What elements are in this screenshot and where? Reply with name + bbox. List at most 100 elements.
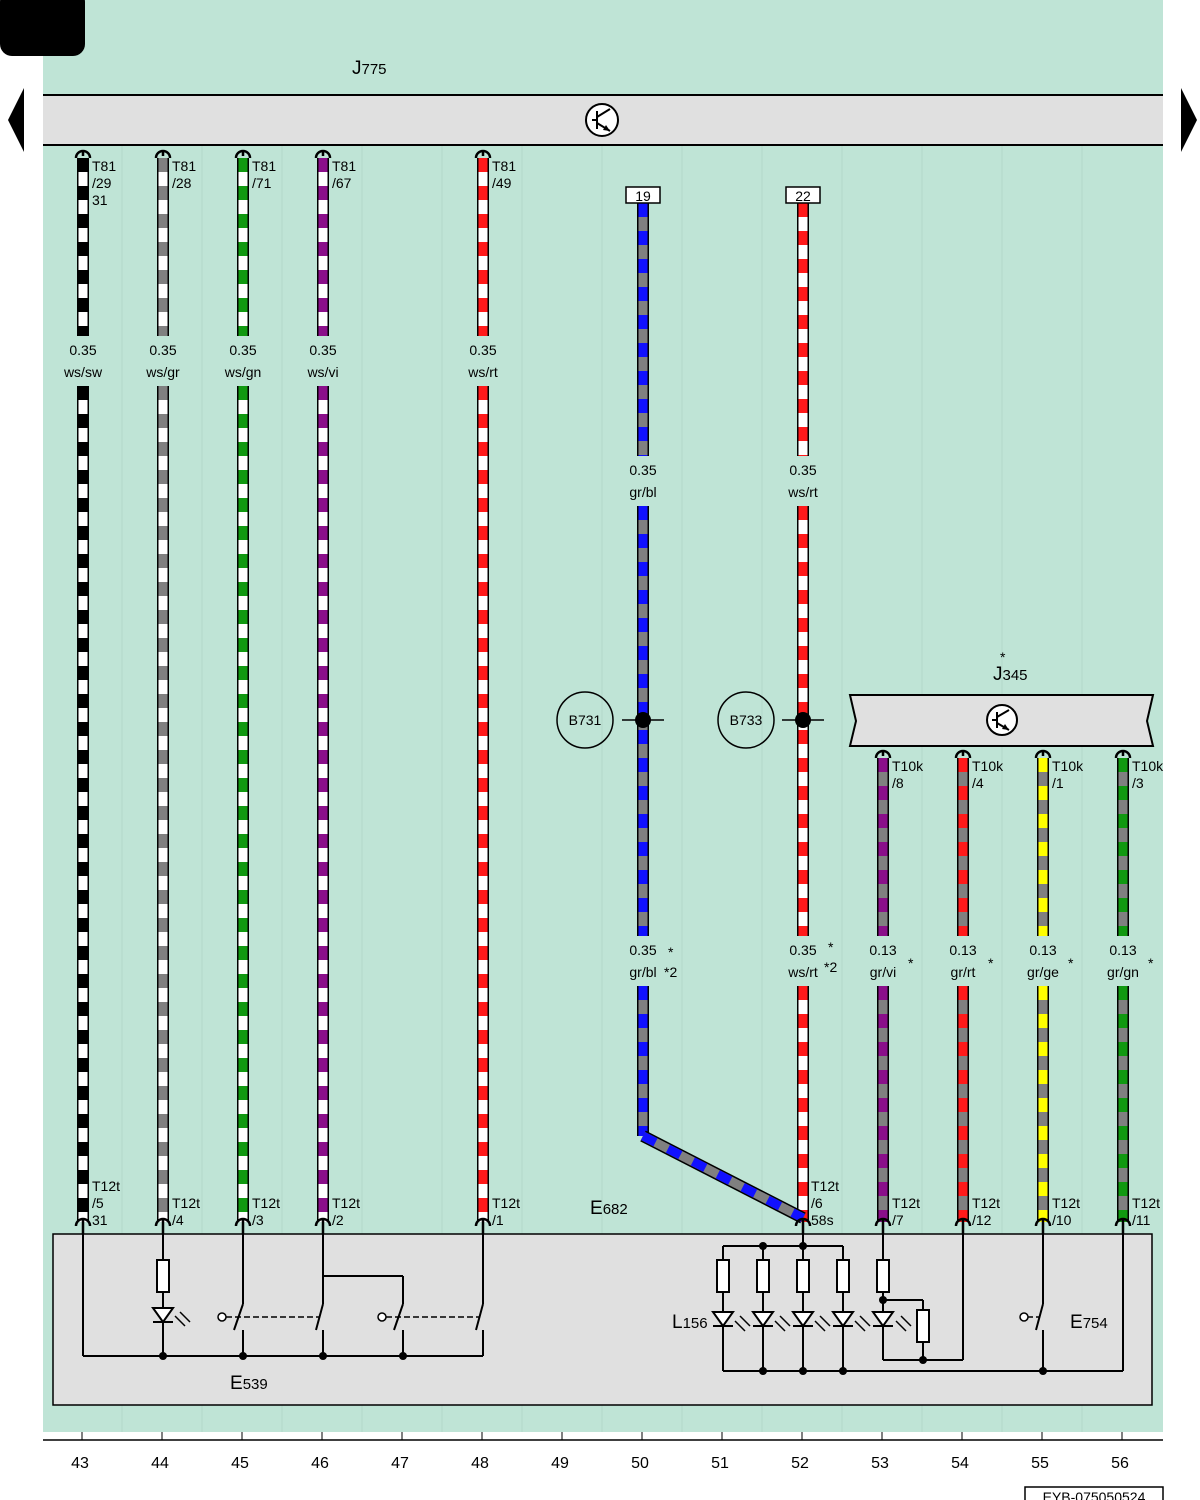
svg-text:22: 22 bbox=[795, 188, 811, 204]
indicator-led-nodes bbox=[879, 1296, 927, 1364]
connector-t81-49: T81/49 bbox=[492, 158, 516, 191]
e682-label: E682 bbox=[590, 1198, 628, 1219]
connector-t12t-7: T12t/7 bbox=[892, 1195, 920, 1228]
connector-hook-top-83 bbox=[74, 149, 92, 159]
junction-b731: B731 bbox=[556, 691, 664, 749]
e682-component-box bbox=[52, 1233, 1153, 1406]
svg-text:B733: B733 bbox=[730, 712, 763, 728]
e754-label: E754 bbox=[1070, 1312, 1108, 1333]
connector-hook-top-883 bbox=[874, 749, 892, 759]
e539-label: E539 bbox=[230, 1373, 268, 1394]
connector-t81-71: T81/71 bbox=[252, 158, 276, 191]
connector-hook-top-323 bbox=[314, 149, 332, 159]
node-bottom-803 bbox=[799, 1367, 807, 1375]
connector-t10k-8: T10k/8 bbox=[892, 758, 924, 791]
pin-22: 22 bbox=[785, 186, 821, 204]
node-763 bbox=[759, 1242, 767, 1250]
track-number-44: 44 bbox=[151, 1455, 169, 1472]
svg-text:EYB-075050524: EYB-075050524 bbox=[1043, 1489, 1146, 1500]
pin-19: 19 bbox=[625, 186, 661, 204]
connector-t12t-10: T12t/10 bbox=[1052, 1195, 1080, 1228]
l156-label: L156 bbox=[672, 1312, 708, 1333]
note-55: * bbox=[1068, 955, 1074, 971]
svg-text:19: 19 bbox=[635, 188, 651, 204]
track-number-55: 55 bbox=[1031, 1455, 1049, 1472]
track-number-46: 46 bbox=[311, 1455, 329, 1472]
note-56: * bbox=[1148, 955, 1154, 971]
track-number-49: 49 bbox=[551, 1455, 569, 1472]
track-number-45: 45 bbox=[231, 1455, 249, 1472]
connector-hook-top-963 bbox=[954, 749, 972, 759]
connector-t81-67: T81/67 bbox=[332, 158, 356, 191]
wire-50-diagonal bbox=[640, 1130, 806, 1224]
track-number-52: 52 bbox=[791, 1455, 809, 1472]
connector-t12t-11: T12t/11 bbox=[1132, 1195, 1160, 1228]
connector-t12t-1: T12t/1 bbox=[492, 1195, 520, 1228]
connector-hook-top-1043 bbox=[1034, 749, 1052, 759]
node-bottom-763 bbox=[759, 1367, 767, 1375]
connector-t12t-12: T12t/12 bbox=[972, 1195, 1000, 1228]
diagram-code: EYB-075050524 bbox=[1024, 1486, 1164, 1500]
footnote-markers: **2 **2 * * * * bbox=[664, 939, 1154, 980]
node-803 bbox=[799, 1242, 807, 1250]
connector-t81-28: T81/28 bbox=[172, 158, 196, 191]
note-50: **2 bbox=[664, 944, 677, 980]
led-3-icon bbox=[791, 1246, 831, 1371]
e754-switch bbox=[1019, 1222, 1124, 1371]
j345-label: J345 bbox=[993, 664, 1028, 685]
led-4-icon bbox=[831, 1246, 871, 1371]
j775-label: J775 bbox=[352, 58, 387, 79]
note-53: * bbox=[908, 955, 914, 971]
indicator-led-circuit bbox=[871, 1222, 964, 1361]
track-number-54: 54 bbox=[951, 1455, 969, 1472]
connector-t10k-4: T10k/4 bbox=[972, 758, 1004, 791]
track-number-43: 43 bbox=[71, 1455, 89, 1472]
track-number-47: 47 bbox=[391, 1455, 409, 1472]
j775-transistor-icon bbox=[585, 103, 619, 137]
note-52: **2 bbox=[824, 939, 837, 975]
wires bbox=[77, 158, 1129, 1224]
e539-nodes bbox=[159, 1352, 407, 1360]
junction-b733: B733 bbox=[717, 691, 824, 749]
connector-hook-top-163 bbox=[154, 149, 172, 159]
led-2-icon bbox=[751, 1246, 791, 1371]
note-54: * bbox=[988, 955, 994, 971]
e754-node bbox=[1039, 1367, 1047, 1375]
connector-t12t-2: T12t/2 bbox=[332, 1195, 360, 1228]
connector-hook-top-243 bbox=[234, 149, 252, 159]
connector-t10k-1: T10k/1 bbox=[1052, 758, 1084, 791]
j345-transistor-icon bbox=[986, 704, 1018, 736]
next-page-arrow-icon[interactable] bbox=[1181, 88, 1197, 152]
e539-circuit bbox=[82, 1222, 484, 1357]
node-bottom-843 bbox=[839, 1367, 847, 1375]
connector-t12t-3: T12t/3 bbox=[252, 1195, 280, 1228]
led-1-icon bbox=[711, 1246, 751, 1371]
track-number-56: 56 bbox=[1111, 1455, 1129, 1472]
connector-hook-top-1123 bbox=[1114, 749, 1132, 759]
track-separators bbox=[121, 145, 1083, 1432]
track-number-51: 51 bbox=[711, 1455, 729, 1472]
prev-page-arrow-icon[interactable] bbox=[8, 88, 24, 152]
connector-hook-top-483 bbox=[474, 149, 492, 159]
page-tab bbox=[0, 0, 85, 56]
connector-t10k-3: T10k/3 bbox=[1132, 758, 1164, 791]
